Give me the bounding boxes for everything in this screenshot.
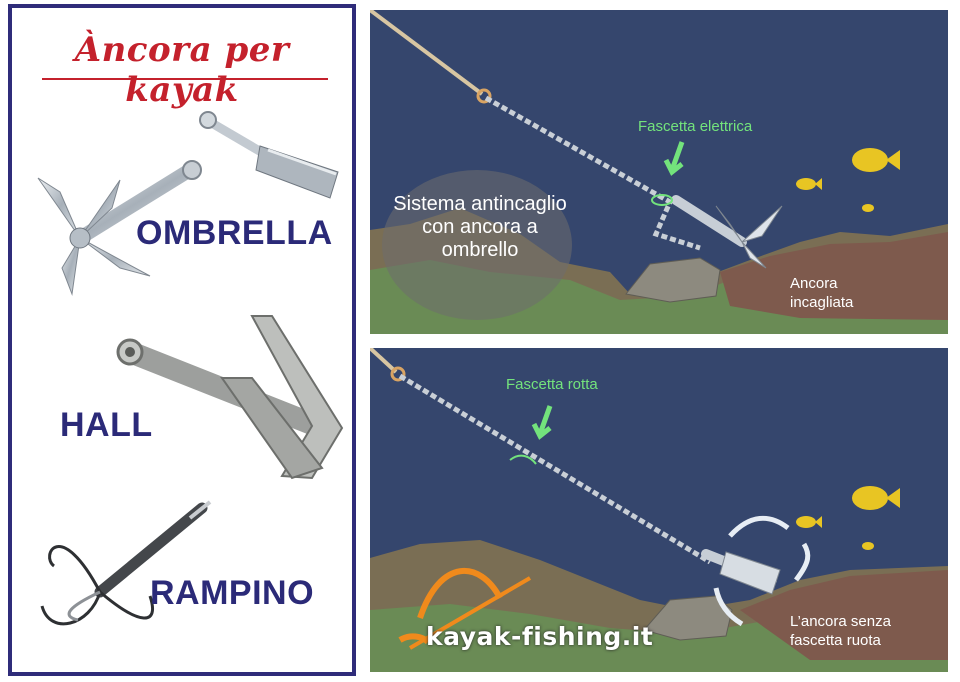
rotation-arrow-icon (794, 542, 811, 582)
caption-stuck-line2: incagliata (790, 294, 854, 311)
chain (398, 373, 712, 565)
rotating-anchor-icon (701, 549, 781, 595)
fish-icon (796, 486, 900, 550)
rock-shelf (720, 232, 948, 320)
fish-icon (796, 148, 900, 212)
zip-tie (651, 194, 673, 206)
grapnel-anchor-icon (40, 500, 212, 626)
info-bubble (382, 170, 572, 320)
note-broken-tie: Fascetta rotta (506, 376, 598, 393)
label-hall: HALL (60, 406, 153, 444)
bubble-text: Sistema antincaglio con ancora a ombrell… (393, 193, 567, 261)
caption-rotate-line2: fascetta ruota (790, 632, 881, 649)
kayak-paddle-logo-icon (398, 567, 532, 650)
rotation-arrow-icon (728, 515, 790, 538)
pointer-arrow-icon (663, 141, 685, 176)
rope (370, 10, 484, 96)
caption-rotate-line1: L’ancora senza (790, 613, 891, 630)
anchor-types-panel: Àncora per kayak OMBRELLA HALL (8, 4, 356, 676)
folded-anchor-icon (199, 111, 339, 199)
panel-title: Àncora per kayak (74, 30, 290, 110)
caption-stuck-line1: Ancora (790, 275, 838, 292)
note-zip-tie: Fascetta elettrica (638, 118, 753, 135)
label-rampino: RAMPINO (150, 574, 315, 612)
site-logo-text: kayak-fishing.it (426, 622, 654, 651)
pointer-arrow-icon (531, 405, 553, 440)
broken-zip-tie (509, 454, 537, 465)
label-ombrella: OMBRELLA (136, 214, 333, 252)
chain (484, 95, 701, 251)
rock-icon (643, 595, 733, 641)
scene-anchor-freed: Fascetta rotta L’ancora senza fascetta r… (370, 348, 948, 672)
stuck-anchor-icon (671, 195, 783, 269)
rotation-arrow-icon (713, 587, 744, 627)
hall-anchor-icon (116, 315, 344, 480)
rock-icon (625, 257, 721, 303)
title-underline (42, 78, 328, 80)
scene-anchor-stuck: Sistema antincaglio con ancora a ombrell… (370, 10, 948, 334)
umbrella-anchor-icon (37, 160, 202, 296)
